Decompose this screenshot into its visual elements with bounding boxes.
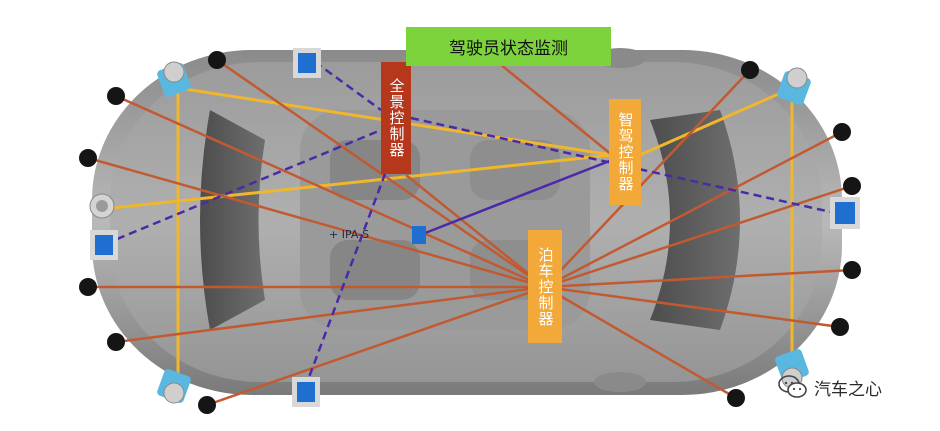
surround-camera-icon (292, 377, 320, 407)
ultrasonic-sensor-icon (107, 87, 125, 105)
corner-radars (89, 61, 811, 404)
ultrasonic-sensor-icon (831, 318, 849, 336)
corner-radar-icon (777, 67, 811, 105)
corner-radar-icon (157, 61, 191, 97)
full-view-controller-label: 全景控制器 (381, 62, 411, 174)
ultrasonic-sensor-icon (79, 149, 97, 167)
driver-monitor-label: 驾驶员状态监测 (406, 27, 611, 66)
corner-radar-icon (157, 369, 191, 404)
ultrasonic-sensors (79, 51, 861, 414)
camera-links (104, 60, 841, 389)
surround-camera-icon (90, 230, 118, 260)
ultrasonic-sensor-icon (741, 61, 759, 79)
ultrasonic-sensor-icon (833, 123, 851, 141)
wechat-icon (778, 375, 807, 398)
surround-camera-icon (293, 48, 321, 78)
car-top-view (92, 48, 842, 395)
ipa-label: + IPA-S (329, 228, 370, 241)
ultrasonic-sensor-icon (107, 333, 125, 351)
smart-drive-controller-label: 智驾控制器 (609, 99, 641, 205)
surround-camera-icon (830, 197, 860, 229)
ultrasonic-sensor-icon (727, 389, 745, 407)
ultrasonic-sensor-icon (843, 177, 861, 195)
corner-radar-icon (89, 193, 115, 219)
ultrasonic-sensor-icon (843, 261, 861, 279)
surround-cameras (90, 48, 860, 407)
ultrasonic-sensor-icon (208, 51, 226, 69)
parking-controller-label: 泊车控制器 (528, 230, 562, 343)
watermark: 汽车之心 (778, 374, 882, 400)
ultrasonic-sensor-icon (198, 396, 216, 414)
ultrasonic-links (87, 58, 853, 407)
ultrasonic-sensor-icon (79, 278, 97, 296)
watermark-text: 汽车之心 (814, 379, 882, 400)
surround-camera-icon (412, 226, 426, 244)
